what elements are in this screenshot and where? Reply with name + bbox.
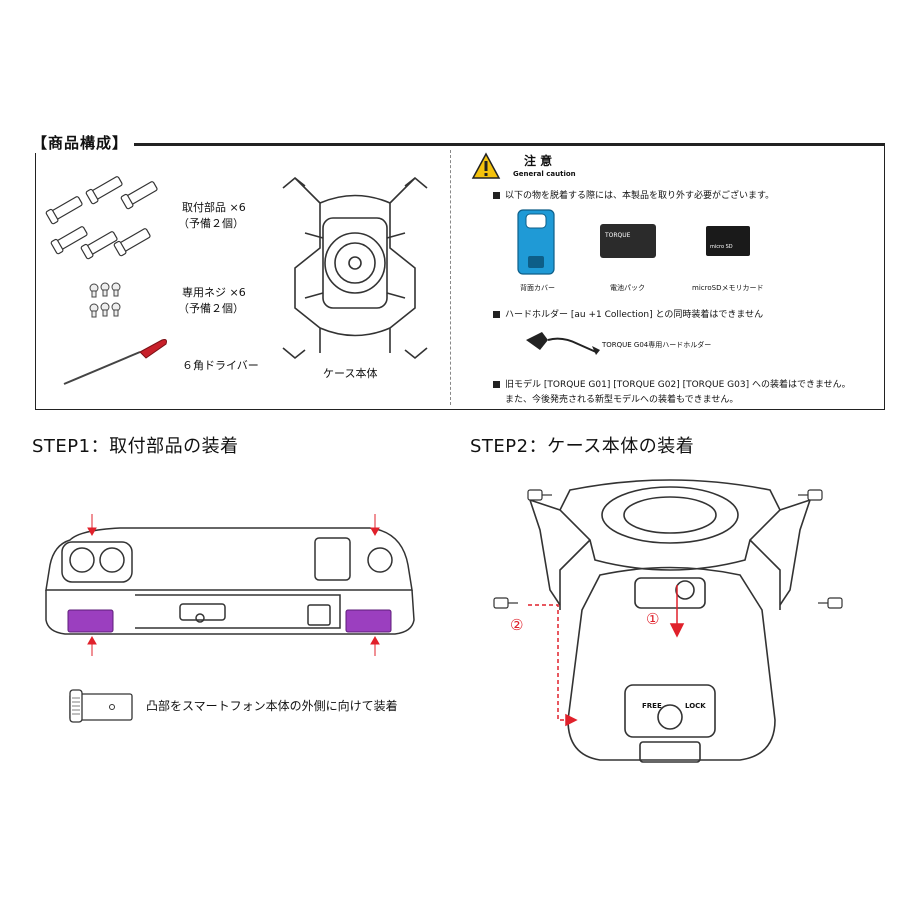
caution-line-3: 旧モデル [TORQUE G01] [TORQUE G02] [TORQUE G… [493, 377, 851, 390]
step2-free-label: FREE [642, 702, 662, 710]
battery-label: 電池パック [610, 284, 645, 292]
caution-subtitle: General caution [513, 170, 576, 178]
section-title: 【商品構成】 [30, 132, 135, 153]
step2-marker-1: ① [646, 610, 660, 628]
screws-illustration [89, 282, 121, 318]
caution-line-1-text: 以下の物を脱着する際には、本製品を取り外す必要がございます。 [505, 191, 775, 201]
back-cover-label: 背面カバー [520, 284, 555, 292]
mounting-part-orientation-icon [69, 689, 133, 723]
hard-holder-illustration [526, 332, 600, 355]
step1-phone-illustration [45, 514, 415, 656]
battery-illustration: TORQUE [600, 224, 656, 258]
screws-note: （予備２個） [178, 302, 244, 315]
microsd-label: microSDメモリカード [692, 284, 764, 292]
title-rule [130, 143, 885, 145]
hex-driver-illustration [63, 339, 167, 385]
case-body-illustration [282, 176, 428, 360]
microsd-illustration: micro SD [706, 226, 750, 256]
caution-line-1: 以下の物を脱着する際には、本製品を取り外す必要がございます。 [493, 188, 774, 201]
step1-note: 凸部をスマートフォン本体の外側に向けて装着 [146, 699, 398, 713]
parts-note: （予備２個） [178, 217, 244, 230]
contents-frame [35, 145, 885, 410]
caution-title: 注 意 [524, 154, 553, 168]
hard-holder-label: TORQUE G04専用ハードホルダー [602, 341, 712, 349]
section-divider [450, 150, 451, 405]
step2-marker-2: ② [510, 616, 524, 634]
screws-label: 専用ネジ ×6 [182, 286, 246, 299]
case-label: ケース本体 [323, 367, 378, 380]
back-cover-illustration [517, 209, 555, 275]
mounting-parts-illustration [45, 176, 158, 260]
step2-lock-label: LOCK [685, 702, 706, 710]
warning-icon [471, 152, 501, 179]
microsd-text: micro SD [710, 244, 733, 250]
battery-brand: TORQUE [605, 232, 631, 239]
caution-line-2: ハードホルダー [au +1 Collection] との同時装着はできません [493, 307, 763, 320]
step2-case-illustration [493, 479, 843, 763]
step2-title: STEP2：ケース本体の装着 [470, 436, 695, 457]
step1-title: STEP1：取付部品の装着 [32, 436, 239, 457]
parts-label: 取付部品 ×6 [182, 201, 246, 214]
caution-line-2-text: ハードホルダー [au +1 Collection] との同時装着はできません [505, 310, 764, 320]
caution-line-3-text: 旧モデル [TORQUE G01] [TORQUE G02] [TORQUE G… [505, 380, 851, 390]
caution-line-4: また、今後発売される新型モデルへの装着もできません。 [505, 395, 739, 405]
driver-label: ６角ドライバー [182, 359, 259, 372]
